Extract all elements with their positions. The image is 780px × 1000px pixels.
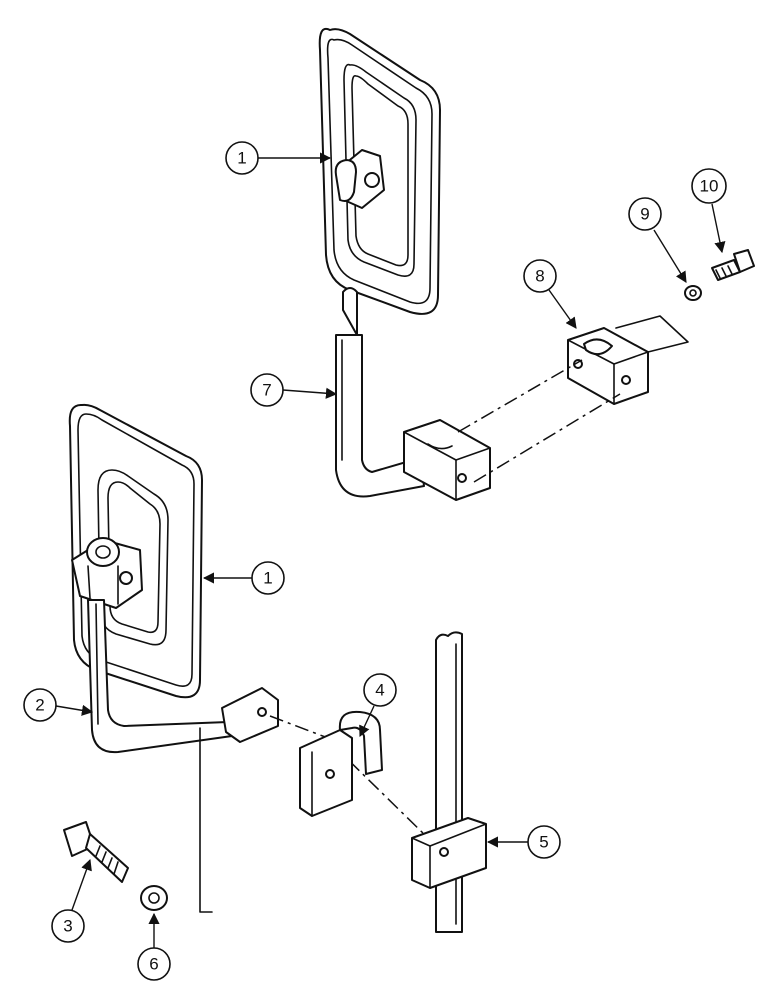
svg-text:1: 1 xyxy=(263,569,272,588)
svg-text:4: 4 xyxy=(375,681,384,700)
clamp-block-lower xyxy=(403,419,491,501)
callout-7: 7 xyxy=(250,373,338,407)
bolt-3 xyxy=(63,821,129,883)
vertical-post xyxy=(435,631,463,933)
callout-3: 3 xyxy=(51,858,92,943)
upper-arm-rod xyxy=(335,287,425,498)
svg-text:7: 7 xyxy=(262,381,271,400)
callout-10: 10 xyxy=(691,168,727,254)
lower-dash-lines xyxy=(269,715,429,839)
clamp-block-upper xyxy=(567,327,649,405)
svg-text:9: 9 xyxy=(640,205,649,224)
u-clamp-4 xyxy=(299,710,383,817)
callout-5: 5 xyxy=(486,825,561,859)
lower-arm-rod xyxy=(87,599,279,913)
clamp-dash-lines xyxy=(457,315,689,483)
callout-2: 2 xyxy=(23,688,94,722)
svg-text:6: 6 xyxy=(149,955,158,974)
svg-text:2: 2 xyxy=(35,696,44,715)
bolt-10 xyxy=(711,249,755,281)
callout-1-lower: 1 xyxy=(202,561,285,595)
svg-text:5: 5 xyxy=(539,833,548,852)
callout-8: 8 xyxy=(523,259,577,329)
mount-plate-5 xyxy=(411,817,487,889)
lock-washer-9 xyxy=(684,285,702,301)
callout-1-upper: 1 xyxy=(225,141,332,175)
callout-6: 6 xyxy=(137,912,171,981)
svg-text:1: 1 xyxy=(237,149,246,168)
callout-4: 4 xyxy=(359,673,397,738)
upper-mirror xyxy=(318,28,441,315)
lock-washer-6 xyxy=(140,885,168,911)
svg-text:10: 10 xyxy=(700,177,719,196)
callout-9: 9 xyxy=(628,197,687,283)
svg-text:3: 3 xyxy=(63,917,72,936)
svg-text:8: 8 xyxy=(535,267,544,286)
